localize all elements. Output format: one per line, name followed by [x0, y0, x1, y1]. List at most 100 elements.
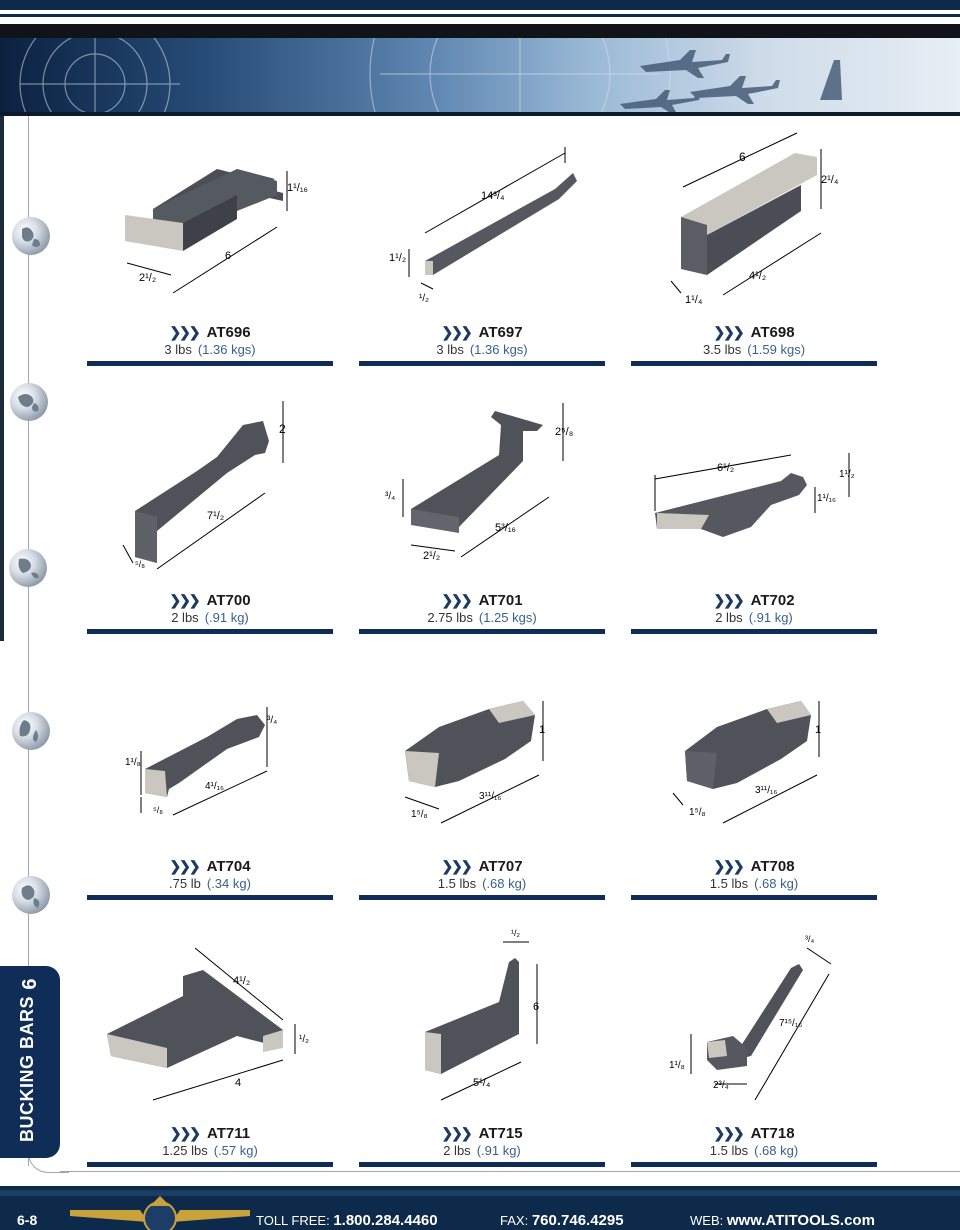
dim-label: 6 [739, 150, 746, 164]
product-drawing: 6 2¹/₄ 4¹/₂ 1¹/₄ [670, 132, 839, 306]
globe-icon [12, 217, 50, 255]
weight-kg: (.91 kg) [204, 610, 249, 625]
divider-bar [631, 361, 877, 366]
dim-label: 4 [235, 1077, 241, 1089]
product-model: AT701 [478, 592, 523, 609]
section-title: BUCKING BARS [17, 996, 37, 1143]
chevron-icon: ❯❯❯ [441, 1125, 472, 1141]
weight-lbs: 2 lbs [171, 610, 199, 625]
product-weight: 2 lbs(.91 kg) [359, 1143, 605, 1158]
product-drawing: 1¹/₁₆ 2¹/₂ 6 [125, 169, 308, 294]
dim-label: ⁵/₈ [135, 559, 145, 569]
dim-label: 5¹/₄ [473, 1077, 491, 1089]
chevron-icon: ❯❯❯ [713, 858, 744, 874]
dim-label: 7¹⁵/₁₆ [779, 1018, 802, 1029]
product-card-at701: 2⁵/₈ ³/₄ 5³/₁₆ 2¹/₂ ❯❯❯AT701 2.75 lbs(1.… [359, 391, 605, 641]
banner-bottom-rule [0, 112, 960, 116]
product-weight: 1.5 lbs(.68 kg) [631, 1143, 877, 1158]
product-drawing: 2 7¹/₂ ⁵/₈ [122, 401, 286, 570]
header-banner [0, 24, 960, 116]
dim-label: 1⁵/₈ [689, 807, 706, 818]
product-drawing: 1 3¹¹/₁₆ 1⁵/₈ [404, 701, 545, 824]
chevron-icon: ❯❯❯ [441, 324, 472, 340]
product-drawing: 2⁵/₈ ³/₄ 5³/₁₆ 2¹/₂ [385, 403, 573, 562]
product-card-at715: ¹/₂ 6 5¹/₄ ❯❯❯AT715 2 lbs(.91 kg) [359, 924, 605, 1174]
product-drawing: 1 3¹¹/₁₆ 1⁵/₈ [672, 701, 821, 824]
product-label: ❯❯❯AT707 [359, 858, 605, 875]
chevron-icon: ❯❯❯ [169, 858, 200, 874]
web-address[interactable]: www.ATITOOLS.com [726, 1212, 875, 1229]
product-label: ❯❯❯AT696 [87, 324, 333, 341]
top-rule [0, 14, 960, 17]
product-card-at697: 14³/₄ 1¹/₂ ¹/₂ ❯❯❯AT697 3 lbs (1.36 kgs) [359, 123, 605, 373]
weight-lbs: 1.5 lbs [709, 1143, 749, 1158]
toll-free-label: TOLL FREE: [256, 1213, 330, 1228]
chevron-icon: ❯❯❯ [441, 858, 472, 874]
product-model: AT704 [206, 858, 251, 875]
weight-kg: (1.59 kgs) [747, 342, 806, 357]
dim-label: 4¹/₂ [749, 270, 766, 282]
product-card-at700: 2 7¹/₂ ⁵/₈ ❯❯❯ AT700 2 lbs (.91 kg) [87, 391, 333, 641]
product-card-at702: 6¹/₂ 1¹/₂ 1¹/₁₆ ❯❯❯AT702 2 lbs(.91 kg) [631, 391, 877, 641]
product-card-at708: 1 3¹¹/₁₆ 1⁵/₈ ❯❯❯AT708 1.5 lbs(.68 kg) [631, 657, 877, 907]
banner-stripe [0, 24, 960, 38]
product-label: ❯❯❯AT701 [359, 592, 605, 609]
section-tab [0, 966, 60, 1158]
dim-label: 1 [815, 724, 821, 736]
dim-label: 2¹/₄ [821, 174, 839, 186]
product-drawing: ¹/₂ 6 5¹/₄ [425, 928, 539, 1101]
toll-free: TOLL FREE: 1.800.284.4460 [256, 1212, 438, 1229]
top-bar [0, 0, 960, 10]
product-card-at704: ³/₄ 1¹/₈ 4¹/₁₆ ⁵/₈ ❯❯❯AT704 .75 lb(.34 k… [87, 657, 333, 907]
weight-lbs: .75 lb [169, 876, 201, 891]
chevron-icon: ❯❯❯ [713, 1125, 744, 1141]
dim-label: ³/₄ [267, 715, 277, 726]
product-weight: 3 lbs(1.36 kgs) [87, 342, 333, 357]
product-card-at696: 1¹/₁₆ 2¹/₂ 6 ❯❯❯AT696 3 lbs(1.36 kgs) [87, 123, 333, 373]
divider-bar [359, 895, 605, 900]
product-drawing: 6¹/₂ 1¹/₂ 1¹/₁₆ [654, 453, 855, 537]
product-drawing: ³/₄ 7¹⁵/₁₆ 1¹/₈ 2³/₄ [669, 934, 832, 1101]
weight-kg: (.34 kg) [206, 876, 251, 891]
dim-label: 6 [225, 250, 231, 262]
product-label: ❯❯❯ AT700 [87, 592, 333, 609]
product-label: ❯❯❯AT718 [631, 1125, 877, 1142]
product-label: ❯❯❯AT698 [631, 324, 877, 341]
dim-label: 1¹/₁₆ [817, 493, 836, 504]
left-rail [0, 116, 4, 641]
dim-label: ¹/₂ [419, 293, 429, 304]
dim-label: 5³/₁₆ [495, 522, 516, 534]
divider-bar [631, 1162, 877, 1167]
dim-label: 2³/₄ [713, 1080, 729, 1091]
weight-kg: (.91 kg) [748, 610, 793, 625]
divider-bar [359, 629, 605, 634]
chevron-icon: ❯❯❯ [169, 592, 200, 608]
divider-bar [359, 1162, 605, 1167]
dim-label: 6¹/₂ [717, 462, 734, 474]
product-label: ❯❯❯AT697 [359, 324, 605, 341]
weight-lbs: 3 lbs [436, 342, 464, 357]
dim-label: 1⁵/₈ [411, 809, 428, 820]
product-drawing: 14³/₄ 1¹/₂ ¹/₂ [389, 147, 577, 304]
dim-label: 2⁵/₈ [555, 426, 573, 438]
weight-kg: (.68 kg) [482, 876, 527, 891]
weight-lbs: 1.25 lbs [162, 1143, 208, 1158]
web-label: WEB: [690, 1213, 724, 1228]
section-number: 6 [19, 978, 41, 990]
dim-label: 1¹/₂ [389, 252, 406, 264]
fax-label: FAX: [500, 1213, 529, 1228]
product-model: AT700 [206, 592, 251, 609]
product-weight: 1.5 lbs(.68 kg) [359, 876, 605, 891]
product-label: ❯❯❯AT702 [631, 592, 877, 609]
dim-label: 1¹/₈ [669, 1060, 685, 1071]
weight-lbs: 3 lbs [164, 342, 192, 357]
dim-label: 1¹/₁₆ [287, 182, 308, 194]
weight-kg: (1.36 kgs) [469, 342, 528, 357]
dim-label: 1 [539, 724, 545, 736]
globe-icon [12, 712, 50, 750]
product-label: ❯❯❯AT715 [359, 1125, 605, 1142]
dim-label: 2¹/₂ [139, 272, 156, 284]
product-label: ❯❯❯AT711 [87, 1125, 333, 1142]
dim-label: 1¹/₂ [839, 469, 855, 480]
globe-icon [12, 876, 50, 914]
